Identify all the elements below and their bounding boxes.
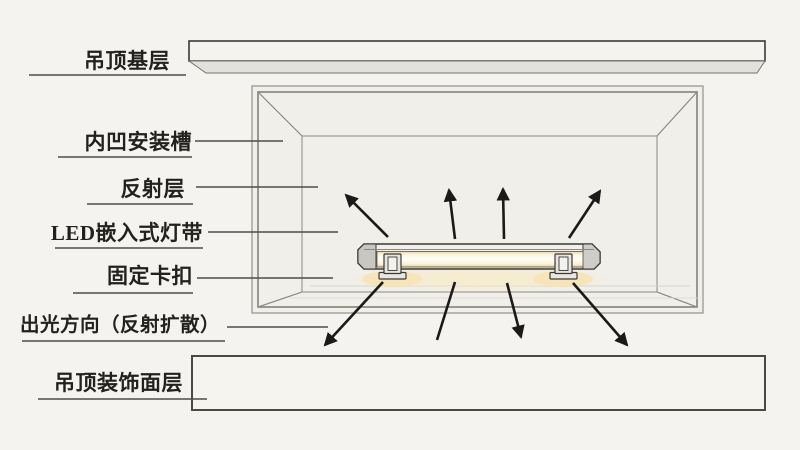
downward-light-arrows bbox=[323, 281, 629, 347]
upward-light-arrows bbox=[344, 186, 602, 240]
fixing-clip-right bbox=[549, 253, 578, 280]
clip-slot bbox=[558, 256, 569, 271]
arrow-down-right bbox=[572, 282, 629, 347]
fixture-endcap-left bbox=[357, 243, 377, 270]
light-ray-line bbox=[435, 281, 457, 341]
panel-face bbox=[191, 355, 766, 411]
label-fixing-clip: 固定卡扣 bbox=[107, 264, 193, 288]
arrow-up-left bbox=[344, 193, 389, 238]
led-strip-fixture bbox=[357, 243, 601, 270]
label-led-strip: LED嵌入式灯带 bbox=[50, 221, 203, 245]
arrow-down-mid bbox=[505, 282, 525, 339]
leader-lines bbox=[22, 74, 338, 400]
fixing-clip-left bbox=[378, 253, 407, 280]
arrow-up-2 bbox=[496, 186, 510, 240]
arrow-up-1 bbox=[443, 187, 458, 240]
slab-bevel bbox=[187, 60, 766, 74]
decorative-panel bbox=[191, 355, 766, 411]
fixture-endcap-right bbox=[582, 243, 601, 270]
label-ceiling-base: 吊顶基层 bbox=[84, 49, 170, 73]
label-decorative-layer: 吊顶装饰面层 bbox=[54, 371, 183, 395]
niche-back-wall bbox=[301, 135, 658, 293]
label-light-direction: 出光方向（反射扩散） bbox=[19, 315, 220, 336]
arrow-up-right bbox=[567, 189, 602, 239]
clip-slot bbox=[387, 256, 398, 271]
under-glow bbox=[344, 266, 614, 292]
slab-face bbox=[188, 40, 766, 62]
label-recessed-groove: 内凹安装槽 bbox=[84, 130, 192, 154]
light-window bbox=[376, 251, 584, 268]
label-reflective-layer: 反射层 bbox=[120, 177, 185, 201]
ceiling-base-slab bbox=[187, 40, 766, 74]
arrow-down-left bbox=[323, 281, 384, 347]
